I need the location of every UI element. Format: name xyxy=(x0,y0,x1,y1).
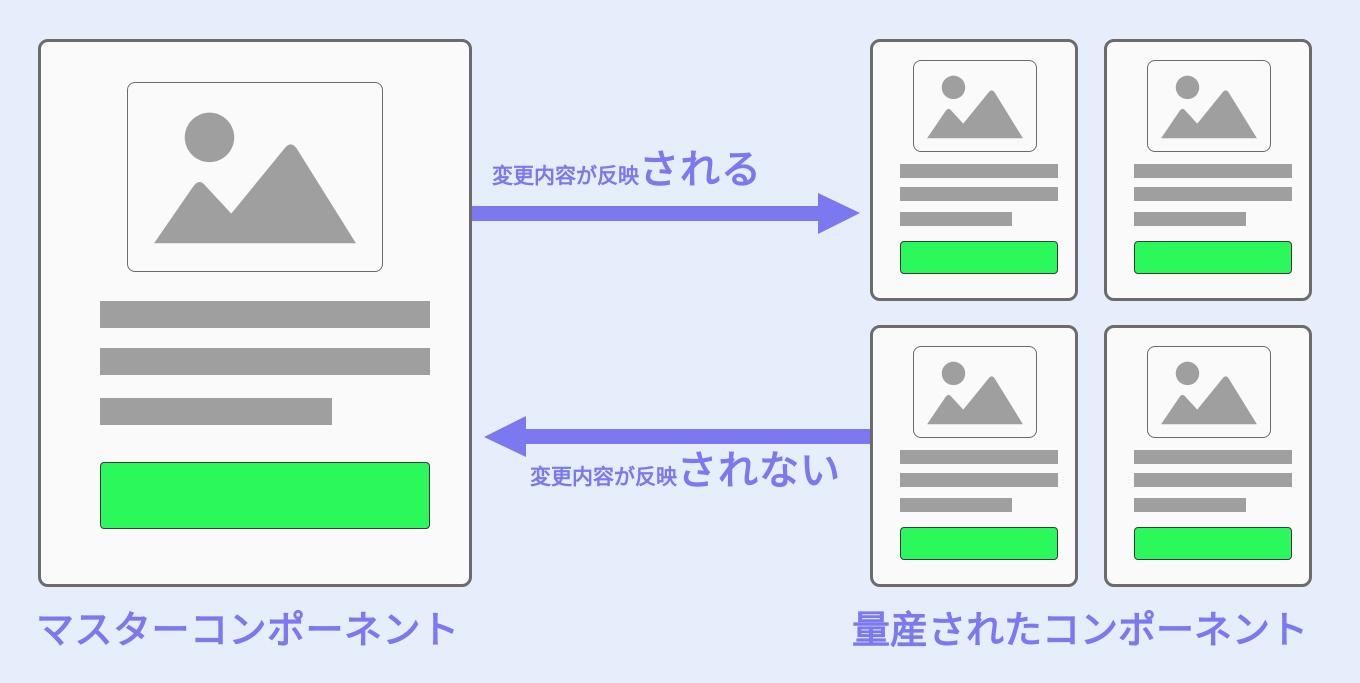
produced-text-line-1 xyxy=(1134,450,1292,464)
produced-component-card xyxy=(1104,325,1312,587)
produced-component-card xyxy=(870,39,1078,301)
forward-arrow-label-prefix: 変更内容が反映 xyxy=(492,164,639,188)
produced-text-line-3 xyxy=(900,498,1012,512)
forward-arrow-label: 変更内容が反映される xyxy=(492,145,762,195)
produced-component-card xyxy=(1104,39,1312,301)
backward-arrow-label: 変更内容が反映されない xyxy=(530,446,841,496)
image-placeholder-icon xyxy=(1161,75,1257,139)
produced-caption: 量産されたコンポーネント xyxy=(852,608,1309,652)
produced-button xyxy=(1134,527,1292,560)
master-text-line-2 xyxy=(100,348,430,375)
produced-image-frame xyxy=(913,60,1037,152)
produced-text-line-3 xyxy=(1134,212,1246,226)
master-text-line-1 xyxy=(100,301,430,328)
forward-arrow xyxy=(472,193,860,234)
produced-button xyxy=(1134,241,1292,274)
produced-text-line-2 xyxy=(900,473,1058,487)
image-placeholder-icon xyxy=(927,75,1023,139)
master-image-frame xyxy=(127,82,383,272)
produced-text-line-2 xyxy=(1134,473,1292,487)
forward-arrow-label-emphasis: される xyxy=(639,147,762,193)
produced-text-line-3 xyxy=(1134,498,1246,512)
backward-arrow-label-prefix: 変更内容が反映 xyxy=(530,465,677,489)
produced-button xyxy=(900,241,1058,274)
produced-text-line-1 xyxy=(1134,164,1292,178)
produced-component-card xyxy=(870,325,1078,587)
produced-image-frame xyxy=(1147,346,1271,438)
produced-text-line-1 xyxy=(900,450,1058,464)
master-caption: マスターコンポーネント xyxy=(36,608,460,652)
image-placeholder-icon xyxy=(154,112,356,244)
master-component-card xyxy=(38,39,472,587)
master-text-line-3 xyxy=(100,398,332,425)
produced-button xyxy=(900,527,1058,560)
produced-text-line-1 xyxy=(900,164,1058,178)
produced-text-line-3 xyxy=(900,212,1012,226)
backward-arrow-label-emphasis: されない xyxy=(677,448,841,494)
produced-image-frame xyxy=(1147,60,1271,152)
image-placeholder-icon xyxy=(927,361,1023,425)
produced-image-frame xyxy=(913,346,1037,438)
produced-text-line-2 xyxy=(900,187,1058,201)
image-placeholder-icon xyxy=(1161,361,1257,425)
produced-text-line-2 xyxy=(1134,187,1292,201)
master-button xyxy=(100,462,430,529)
backward-arrow xyxy=(484,416,870,457)
